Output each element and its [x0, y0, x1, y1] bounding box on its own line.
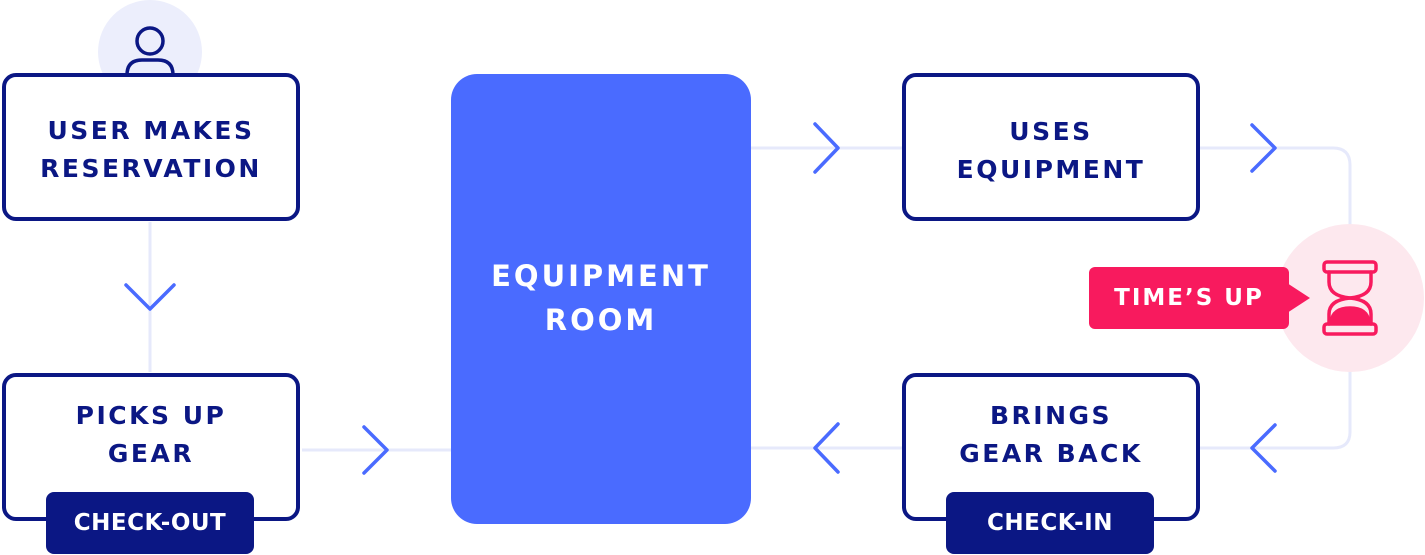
node-label-line2: ROOM: [544, 303, 658, 337]
chevron-right-icon: [362, 425, 389, 475]
node-equipment-room-label: EQUIPMENT ROOM: [451, 254, 751, 342]
node-user-makes-reservation: USER MAKES RESERVATION: [2, 73, 300, 221]
node-label-line2: EQUIPMENT: [956, 155, 1146, 184]
check-in-badge: CHECK-IN: [946, 492, 1154, 554]
times-up-tag: TIME’S UP: [1089, 267, 1289, 329]
node-label-line1: USER MAKES: [47, 116, 255, 145]
hourglass-icon: [1322, 260, 1378, 336]
chevron-right-icon: [1250, 123, 1277, 173]
chevron-right-icon: [813, 122, 840, 174]
node-label-line1: BRINGS: [989, 401, 1113, 430]
node-label-line1: EQUIPMENT: [491, 259, 711, 293]
node-label-line1: PICKS UP: [75, 401, 227, 430]
node-label-line2: GEAR: [107, 439, 195, 468]
check-out-badge: CHECK-OUT: [46, 492, 254, 554]
chevron-left-icon: [813, 422, 840, 474]
chevron-down-icon: [124, 283, 176, 311]
chevron-left-icon: [1250, 423, 1277, 473]
node-label-line1: USES: [1009, 117, 1093, 146]
node-equipment-room: [451, 74, 751, 524]
node-label-line2: RESERVATION: [40, 154, 262, 183]
node-label-line2: GEAR BACK: [959, 439, 1143, 468]
user-icon: [125, 26, 175, 81]
node-uses-equipment: USES EQUIPMENT: [902, 73, 1200, 221]
